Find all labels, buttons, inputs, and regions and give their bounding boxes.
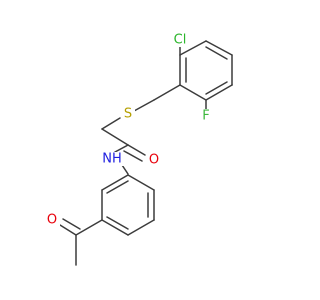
bond-carbonyl-o-2 <box>123 150 143 162</box>
atom-label-layer: Cl F S O NH O <box>44 33 213 228</box>
bond-ring1-double-1 <box>205 46 228 60</box>
atom-o-ketone-label: O <box>47 213 57 228</box>
atom-o-amide: O <box>146 153 162 168</box>
bond-ring2-f <box>101 174 129 191</box>
bond-ring1-a <box>179 40 207 56</box>
bond-s-ch2 <box>101 117 121 130</box>
atom-o-ketone-background <box>44 213 60 227</box>
bond-ring2-c <box>127 219 155 236</box>
bond-carbonyl-o-1 <box>127 144 146 156</box>
atom-f: F <box>199 109 213 124</box>
atom-s-label: S <box>124 107 132 122</box>
bond-ring2-double-2 <box>106 216 129 230</box>
atom-f-label: F <box>202 109 209 124</box>
molecule-structure-diagram: Cl F S O NH O <box>44 32 233 266</box>
atom-o-amide-label: O <box>149 153 159 168</box>
bond-n-ring2 <box>121 164 129 175</box>
atom-s-background <box>121 107 135 121</box>
atom-o-amide-background <box>146 153 162 167</box>
bond-ch2-carbonyl <box>101 128 129 146</box>
bond-ring1-b <box>205 40 233 56</box>
atom-nh: NH <box>100 152 124 167</box>
atom-s: S <box>121 107 135 122</box>
bond-ring2-double-3 <box>106 180 129 194</box>
atom-cl: Cl <box>169 33 191 48</box>
atom-o-ketone: O <box>44 213 60 228</box>
atom-f-background <box>199 109 213 123</box>
atom-nh-background <box>100 152 124 166</box>
bond-ch2-s <box>133 99 155 112</box>
atom-cl-background <box>169 33 191 47</box>
atom-nh-label: NH <box>102 152 122 167</box>
bond-acetyl-o-2 <box>62 218 81 230</box>
bond-acetyl-o-1 <box>59 224 77 236</box>
bond-ring1-e <box>179 84 207 101</box>
bond-layer <box>59 40 233 266</box>
bond-carbonyl-n <box>114 144 129 153</box>
bond-ring2-a <box>127 174 155 191</box>
bond-ring2-d <box>101 219 129 236</box>
bond-ring2-acetyl <box>75 219 103 236</box>
bond-ring1-ch2 <box>153 84 181 101</box>
bond-ring1-double-2 <box>205 81 228 95</box>
bond-ring1-d <box>205 84 233 101</box>
atom-cl-label: Cl <box>174 33 187 48</box>
